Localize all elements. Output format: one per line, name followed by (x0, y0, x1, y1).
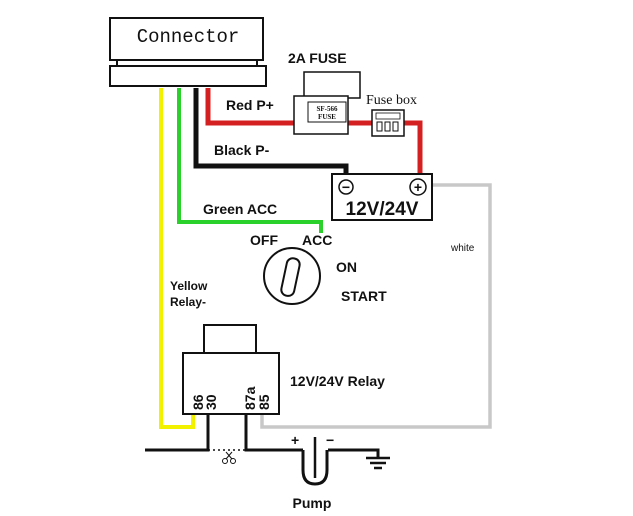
relay-pin-87a: 87a (242, 386, 258, 410)
battery-label: 12V/24V (346, 199, 419, 220)
pump-label: Pump (293, 495, 332, 511)
connector: Connector (109, 17, 267, 87)
fuse-box-label: Fuse box (366, 93, 417, 108)
wires (145, 88, 492, 458)
relay: 12V/24V Relay 86 30 87a 85 (182, 324, 385, 415)
relay-30-wire (145, 414, 210, 452)
ignition-start-label: START (341, 288, 387, 304)
yellow-wire-label-line2: Relay- (170, 295, 206, 309)
fuse-title: 2A FUSE (288, 50, 347, 66)
ignition-acc-label: ACC (302, 232, 332, 248)
ignition-on-label: ON (336, 259, 357, 275)
relay-label: 12V/24V Relay (290, 373, 385, 389)
battery-plus-label: + (414, 179, 422, 195)
yellow-wire (159, 88, 195, 429)
battery-minus-label: − (342, 179, 350, 195)
connector-label: Connector (137, 26, 240, 48)
yellow-wire-label-line1: Yellow (170, 279, 208, 293)
black-wire-label: Black P- (214, 142, 270, 158)
green-wire (177, 88, 323, 233)
relay-pin-85: 85 (256, 394, 272, 410)
fuse-body-top (303, 71, 361, 99)
pump: + − Pump (291, 432, 334, 511)
white-wire-label: white (450, 243, 475, 254)
battery-minus-icon (338, 179, 354, 195)
pump-minus-label: − (326, 432, 334, 448)
red-wire (205, 88, 294, 126)
red-wire-to-battery (404, 120, 423, 174)
fuse-part-line1: SF-566 (317, 105, 339, 113)
fuse-part-line2: FUSE (318, 113, 336, 121)
green-wire-label: Green ACC (203, 201, 277, 217)
pump-plus-label: + (291, 432, 299, 448)
pump-ground-wire (328, 448, 380, 458)
white-wire (260, 183, 492, 429)
black-wire (193, 88, 349, 178)
relay-pin-30: 30 (203, 394, 219, 410)
fuse-box: Fuse box (366, 93, 417, 137)
ground-icon (366, 456, 390, 470)
battery-plus-icon (409, 178, 427, 196)
relay-pin-86: 86 (190, 394, 206, 410)
battery: − + 12V/24V (331, 173, 433, 221)
red-wire-label: Red P+ (226, 97, 274, 113)
fuse-tab (307, 101, 347, 123)
fuse: 2A FUSE SF-566 FUSE (288, 50, 361, 135)
scissors-icon (222, 451, 236, 464)
ignition-off-label: OFF (250, 232, 278, 248)
ignition-switch: OFF ACC ON START (250, 232, 387, 305)
relay-87a-wire (244, 414, 303, 452)
